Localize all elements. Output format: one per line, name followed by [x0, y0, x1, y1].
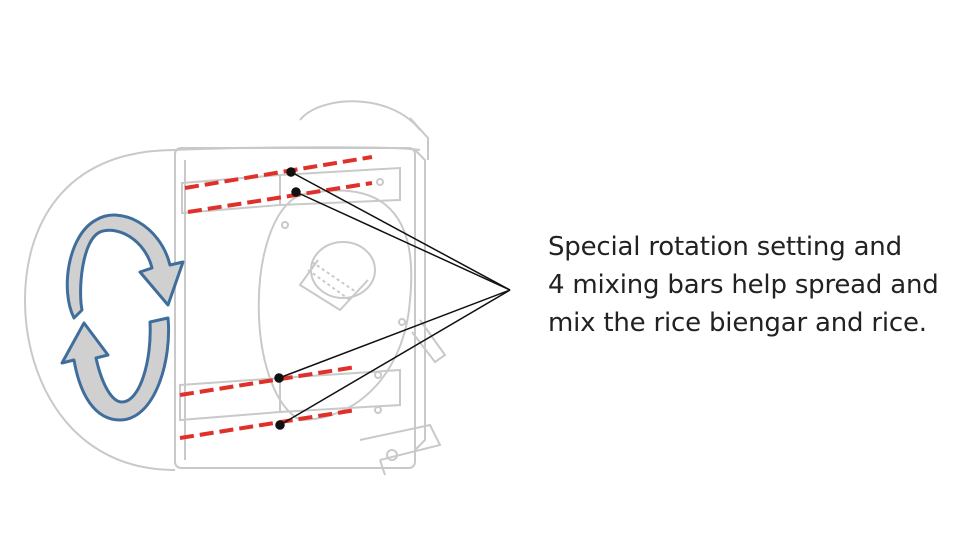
caption-line-2: 4 mixing bars help spread and	[548, 270, 939, 300]
mixer-drum-illustration	[23, 100, 447, 476]
mixing-bar-3	[179, 365, 357, 397]
mixing-bar-1	[184, 155, 373, 190]
callout-dot-2	[291, 187, 301, 197]
circular-rotation-arrow-icon	[60, 213, 185, 422]
caption-line-3: mix the rice biengar and rice.	[548, 308, 927, 338]
callout-dot-4	[275, 420, 285, 430]
callout-dot-1	[286, 167, 296, 177]
mixing-bar-4	[179, 408, 357, 440]
callout-dot-3	[274, 373, 284, 383]
caption-line-1: Special rotation setting and	[548, 232, 902, 262]
mixing-bar-2	[187, 181, 373, 214]
mixing-bars	[179, 155, 373, 440]
callout-lines	[274, 167, 511, 430]
caption-text: Special rotation setting and 4 mixing ba…	[548, 228, 948, 342]
